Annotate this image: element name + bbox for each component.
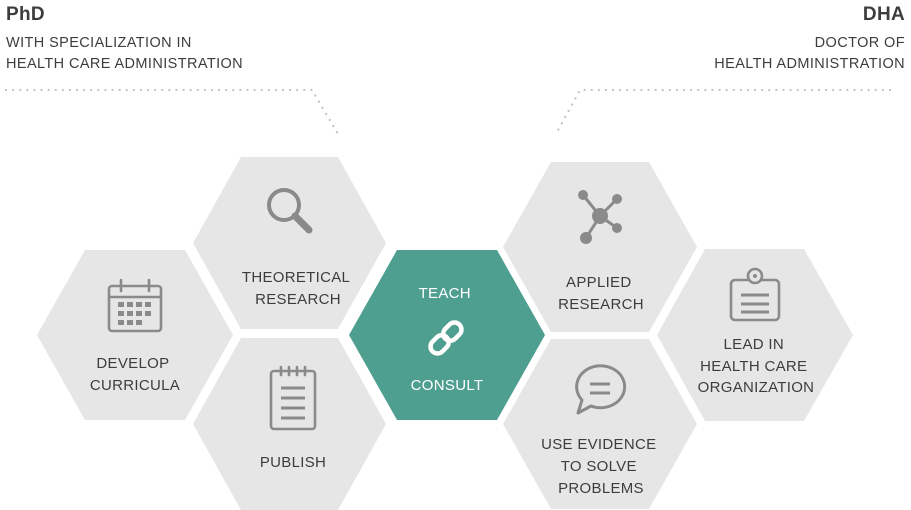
teach-label: TEACH [419,285,471,302]
use-evidence-label-3: PROBLEMS [558,480,644,497]
phd-subtitle-line-2: HEALTH CARE ADMINISTRATION [6,56,244,72]
hex-develop-curricula-shape [37,250,233,420]
hex-applied-research: APPLIED RESEARCH [503,162,697,332]
hex-applied-research-shape [503,162,697,332]
hex-lead-health-care-shape [657,249,853,421]
magnifier-icon [267,188,313,234]
dha-connector-dots [554,88,892,136]
document-icon [269,365,317,431]
molecule-icon [578,190,622,244]
clipboard-icon [729,267,781,322]
hex-theoretical-research-shape [193,157,386,329]
link-icon [428,320,464,356]
applied-research-label-2: RESEARCH [558,296,644,313]
svg-text:TEACH CONSULT: TEACH CONSULT [411,285,484,394]
dha-subtitle-line-1: DOCTOR OF [814,35,905,51]
dha-subtitle-line-2: HEALTH ADMINISTRATION [714,56,905,72]
svg-text:DEVELOP CURRICULA: DEVELOP CURRICULA [90,355,180,394]
lead-health-care-label-1: LEAD IN [724,336,784,353]
hex-develop-curricula: DEVELOP CURRICULA [37,250,233,420]
hex-use-evidence-shape [503,339,697,509]
use-evidence-label-1: USE EVIDENCE [541,436,656,453]
phd-header: PhD WITH SPECIALIZATION IN HEALTH CARE A… [6,4,243,75]
hex-teach-consult: TEACH CONSULT [349,250,545,420]
phd-subtitle-line-1: WITH SPECIALIZATION IN [6,35,192,51]
speech-bubble-icon [575,364,627,415]
dha-title: DHA [862,4,905,25]
lead-health-care-label-3: ORGANIZATION [698,379,815,396]
hex-use-evidence: USE EVIDENCE TO SOLVE PROBLEMS [503,339,697,509]
theoretical-research-label-2: RESEARCH [255,291,341,308]
svg-text:PUBLISH: PUBLISH [260,454,326,471]
svg-text:THEORETICAL RESEARCH: THEORETICAL RESEARCH [242,269,354,308]
phd-title: PhD [6,4,45,25]
consult-label: CONSULT [411,377,484,394]
svg-text:APPLIED RESEARCH: APPLIED RESEARCH [558,274,644,313]
develop-curricula-label-2: CURRICULA [90,377,180,394]
use-evidence-label-2: TO SOLVE [561,458,637,475]
lead-health-care-label-2: HEALTH CARE [700,358,807,375]
develop-curricula-label-1: DEVELOP [96,355,169,372]
hex-publish: PUBLISH [193,338,386,510]
svg-text:LEAD IN HEALTH CARE: LEAD IN HEALTH CARE ORGANIZATION [698,336,815,396]
hex-publish-shape [193,338,386,510]
hex-lead-health-care: LEAD IN HEALTH CARE ORGANIZATION [657,249,853,421]
dha-header: DHA DOCTOR OF HEALTH ADMINISTRATION [714,4,905,75]
phd-connector-dots [4,88,340,136]
svg-text:USE EVIDENCE TO SOLVE: USE EVIDENCE TO SOLVE PROBLEMS [541,436,661,497]
theoretical-research-label-1: THEORETICAL [242,269,350,286]
publish-label: PUBLISH [260,454,326,471]
hex-theoretical-research: THEORETICAL RESEARCH [193,157,386,329]
applied-research-label-1: APPLIED [566,274,631,291]
calendar-icon [107,278,163,333]
